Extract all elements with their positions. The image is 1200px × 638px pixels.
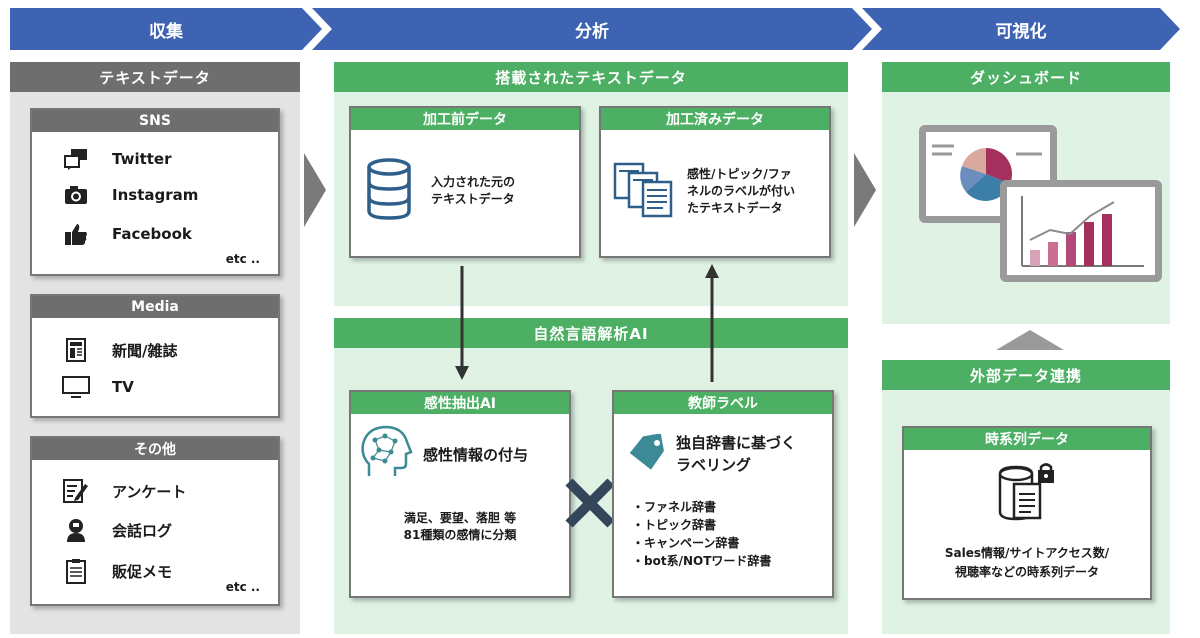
flow-arrow-to-visualization xyxy=(854,153,876,227)
tv-icon xyxy=(60,376,92,398)
text-data-title: テキストデータ xyxy=(10,62,300,92)
stage-analyze: 分析 xyxy=(312,8,872,50)
raw-data-desc-1: 入力された元の xyxy=(431,175,516,189)
stage-visualize-label: 可視化 xyxy=(995,21,1047,42)
stage-analyze-label: 分析 xyxy=(575,21,609,42)
processed-data-card: 加工済みデータ 感性/トピック/ファ ネルのラベルが付い たテキストデータ xyxy=(599,106,831,258)
raw-data-desc-2: テキストデータ xyxy=(431,192,515,206)
other-item-survey: アンケート xyxy=(112,482,187,501)
timeseries-desc-1: Sales情報/サイトアクセス数/ xyxy=(944,546,1110,560)
brain-icon xyxy=(359,424,413,484)
flow-arrow-to-analysis xyxy=(304,153,326,227)
arrow-up-to-processed xyxy=(705,264,719,382)
dictionary-topic: ・トピック辞書 xyxy=(632,518,717,532)
tag-icon xyxy=(628,433,666,476)
processed-data-title: 加工済みデータ xyxy=(601,108,829,130)
sentiment-ai-card: 感性抽出AI 感性情報の付与 満足、要望、落胆 等 81種類の感情に分類 xyxy=(349,390,571,598)
raw-data-title: 加工前データ xyxy=(351,108,579,130)
sns-etc: etc .. xyxy=(225,252,260,266)
media-card: Media 新聞/雑誌 TV xyxy=(30,294,280,418)
other-item-chat-log: 会話ログ xyxy=(112,521,173,540)
dictionary-bot-not-word: ・bot系/NOTワード辞書 xyxy=(632,554,772,568)
timeseries-desc-2: 視聴率などの時系列データ xyxy=(954,565,1099,579)
stage-visualize: 可視化 xyxy=(862,8,1180,50)
sns-item-twitter: Twitter xyxy=(112,150,172,168)
sns-item-instagram: Instagram xyxy=(112,186,199,204)
survey-icon xyxy=(60,478,92,504)
processed-data-desc-2: ネルのラベルが付い xyxy=(687,184,796,198)
chat-icon xyxy=(60,148,92,170)
sns-card: SNS Twitter Instagram Facebook etc .. xyxy=(30,108,280,276)
stored-text-title: 搭載されたテキストデータ xyxy=(334,62,848,92)
dashboard-title: ダッシュボード xyxy=(882,62,1170,92)
database-icon xyxy=(365,158,413,224)
media-item-newspaper: 新聞/雑誌 xyxy=(112,341,178,360)
sentiment-heading: 感性情報の付与 xyxy=(423,446,529,464)
teacher-heading-1: 独自辞書に基づく xyxy=(676,434,797,452)
other-item-sales-memo: 販促メモ xyxy=(112,562,173,581)
arrow-up-to-dashboard xyxy=(996,330,1064,350)
processed-data-desc-3: たテキストデータ xyxy=(687,201,783,215)
media-item-tv: TV xyxy=(112,378,134,396)
timeseries-card: 時系列データ Sales情報/サイトアクセス数/ 視聴率などの時系列データ xyxy=(902,426,1152,600)
sns-item-facebook: Facebook xyxy=(112,225,192,243)
stage-collect-label: 収集 xyxy=(149,21,183,42)
other-card: その他 アンケート 会話ログ 販促メモ etc .. xyxy=(30,436,280,606)
teacher-label-title: 教師ラベル xyxy=(614,392,832,414)
teacher-heading-2: ラベリング xyxy=(676,456,752,474)
person-icon xyxy=(60,518,92,542)
raw-data-card: 加工前データ 入力された元の テキストデータ xyxy=(349,106,581,258)
other-etc: etc .. xyxy=(225,580,260,594)
cross-icon xyxy=(565,478,615,528)
nlp-ai-title: 自然言語解析AI xyxy=(334,318,848,348)
camera-icon xyxy=(60,185,92,205)
sentiment-desc-1: 満足、要望、落胆 等 xyxy=(403,511,517,525)
other-card-title: その他 xyxy=(32,438,278,460)
locked-database-icon xyxy=(996,462,1060,530)
arrow-down-to-sentiment xyxy=(455,266,469,380)
stage-collect: 収集 xyxy=(10,8,322,50)
sentiment-desc-2: 81種類の感情に分類 xyxy=(403,528,517,542)
thumbs-up-icon xyxy=(60,222,92,246)
dictionary-funnel: ・ファネル辞書 xyxy=(632,500,717,514)
newspaper-icon xyxy=(60,338,92,362)
memo-icon xyxy=(60,558,92,584)
external-data-title: 外部データ連携 xyxy=(882,360,1170,390)
sentiment-ai-title: 感性抽出AI xyxy=(351,392,569,414)
teacher-label-card: 教師ラベル 独自辞書に基づく ラベリング ・ファネル辞書 ・トピック辞書 ・キャ… xyxy=(612,390,834,598)
timeseries-title: 時系列データ xyxy=(904,428,1150,450)
processed-data-desc-1: 感性/トピック/ファ xyxy=(687,167,792,181)
sns-card-title: SNS xyxy=(32,110,278,132)
dictionary-campaign: ・キャンペーン辞書 xyxy=(632,536,740,550)
documents-icon xyxy=(613,162,675,224)
media-card-title: Media xyxy=(32,296,278,318)
dashboard-charts-icon xyxy=(919,125,1162,282)
